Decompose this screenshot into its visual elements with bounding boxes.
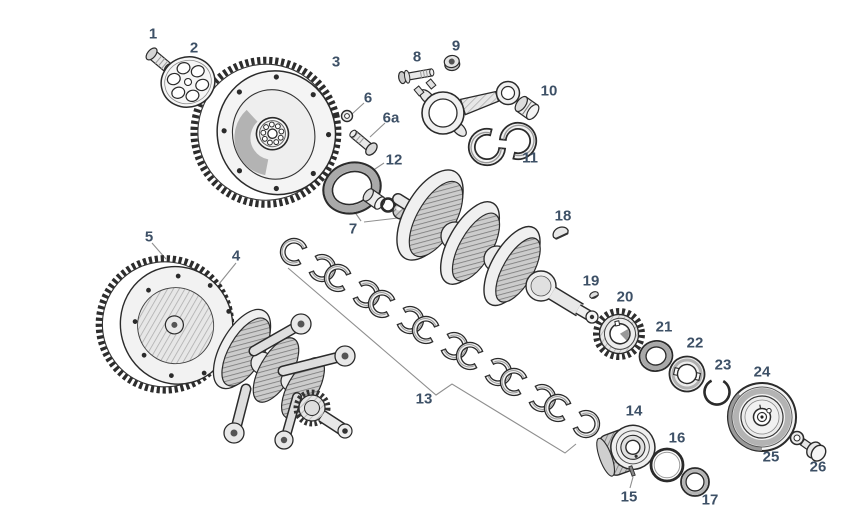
part-label-20: 20 (616, 288, 634, 306)
part-label-25: 25 (762, 448, 780, 466)
part-24-crankshaft-pulley (727, 382, 797, 452)
part-label-24: 24 (753, 363, 771, 381)
part-label-26: 26 (809, 458, 827, 476)
part-label-14: 14 (625, 402, 643, 420)
part-8-rod-bolt (398, 68, 435, 85)
part-label-1: 1 (148, 25, 158, 43)
part-label-13: 13 (415, 390, 433, 408)
part-crankshaft (392, 169, 599, 324)
part-label-2: 2 (189, 39, 199, 57)
part-21-spacer-ring (638, 340, 674, 372)
part-17-seal-ring (680, 467, 710, 497)
part-label-17: 17 (701, 491, 719, 509)
part-label-12: 12 (385, 151, 403, 169)
part-label-10: 10 (540, 82, 558, 100)
part-label-6a: 6a (382, 109, 400, 127)
assembly-connecting-rods (223, 313, 356, 450)
part-23-snap-ring (703, 378, 731, 406)
part-label-8: 8 (412, 48, 422, 66)
part-label-6: 6 (363, 89, 373, 107)
part-10-wrist-pin-bushing (514, 95, 540, 121)
part-label-11: 11 (522, 149, 538, 167)
part-4-crankshaft-flywheel-assembly (95, 255, 356, 450)
part-connecting-rod (413, 78, 521, 137)
part-label-3: 3 (331, 53, 341, 71)
part-14-main-bearing (596, 424, 656, 477)
part-13-main-bearing-shells (276, 234, 604, 442)
part-18-woodruff-key (552, 226, 569, 240)
part-label-5: 5 (144, 228, 154, 246)
part-label-15: 15 (620, 488, 638, 506)
part-9-rod-nut (443, 54, 461, 72)
part-20-timing-gear (593, 308, 645, 360)
part-label-7: 7 (348, 220, 358, 238)
part-label-4: 4 (231, 247, 241, 265)
part-25-pulley-washer (789, 430, 805, 446)
part-label-18: 18 (554, 207, 572, 225)
part-26-pulley-bolt (799, 438, 827, 462)
part-label-19: 19 (582, 272, 600, 290)
part-2-flywheel-lock-plate (160, 56, 216, 108)
part-15-dowel-pin (628, 465, 636, 477)
part-16-o-ring (649, 447, 685, 483)
part-label-21: 21 (655, 318, 673, 336)
part-19-woodruff-key (589, 291, 599, 300)
part-3-flywheel (190, 56, 342, 208)
part-label-9: 9 (451, 37, 461, 55)
part-label-23: 23 (714, 356, 732, 374)
part-label-22: 22 (686, 334, 704, 352)
part-label-16: 16 (668, 429, 686, 447)
part-6-washer (340, 109, 354, 123)
part-6a-flywheel-bolt (349, 129, 378, 156)
part-22-distributor-drive-gear (668, 355, 706, 393)
